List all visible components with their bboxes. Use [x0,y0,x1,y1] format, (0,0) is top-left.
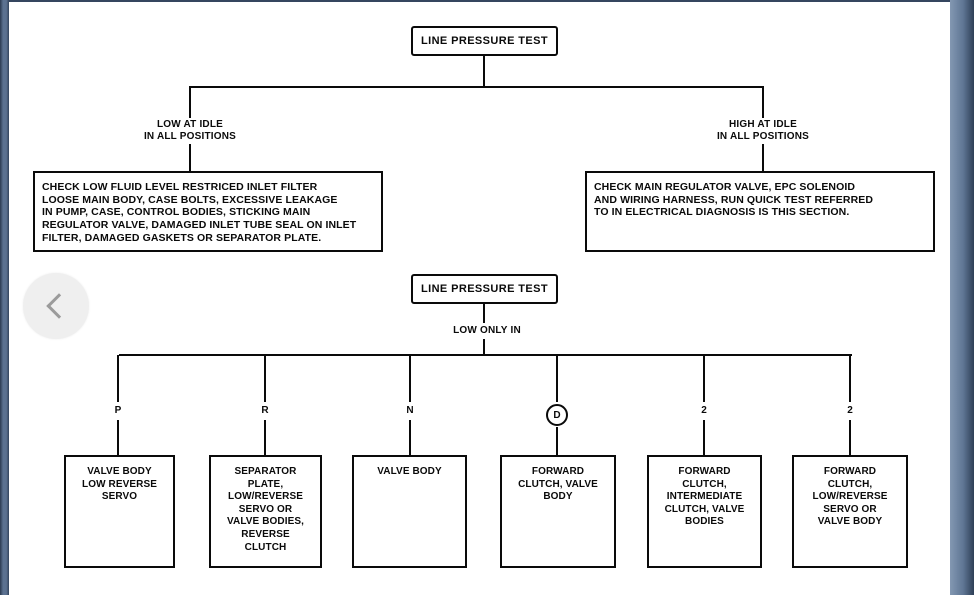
connector-line [703,420,705,455]
connector-line [189,86,764,88]
result-box-n: VALVE BODY [352,455,467,568]
connector-line [119,354,852,356]
connector-line [264,355,266,402]
result-box-p: VALVE BODY LOW REVERSE SERVO [64,455,175,568]
window-frame-right[interactable] [950,0,974,595]
connector-line [264,420,266,455]
connector-line [849,420,851,455]
connector-line [762,144,764,172]
connector-line [189,144,191,172]
connector-line [556,355,558,402]
line-pressure-test-node-1: LINE PRESSURE TEST [411,26,558,56]
gear-position-2a: 2 [701,405,707,416]
connector-line [409,355,411,402]
result-box-d: FORWARD CLUTCH, VALVE BODY [500,455,616,568]
connector-line [703,355,705,402]
gear-position-2b: 2 [847,405,853,416]
node-label: LINE PRESSURE TEST [421,35,548,47]
result-box-r: SEPARATOR PLATE, LOW/REVERSE SERVO OR VA… [209,455,322,568]
result-box-2a: FORWARD CLUTCH, INTERMEDIATE CLUTCH, VAL… [647,455,762,568]
gear-position-n: N [406,405,414,416]
previous-page-button[interactable] [23,273,89,339]
connector-line [483,55,485,87]
gear-position-d: D [553,409,561,421]
connector-line [762,87,764,118]
connector-line [117,355,119,402]
result-box-2b: FORWARD CLUTCH, LOW/REVERSE SERVO OR VAL… [792,455,908,568]
connector-line [483,339,485,356]
action-high-at-idle: CHECK MAIN REGULATOR VALVE, EPC SOLENOID… [585,171,935,252]
line-pressure-test-node-2: LINE PRESSURE TEST [411,274,558,304]
condition-low-at-idle: LOW AT IDLE IN ALL POSITIONS [143,119,237,142]
chevron-left-icon [46,293,72,319]
gear-position-r: R [261,405,269,416]
window-frame-top [0,0,974,2]
action-low-at-idle: CHECK LOW FLUID LEVEL RESTRICED INLET FI… [33,171,383,252]
connector-line [117,420,119,455]
condition-low-only-in: LOW ONLY IN [453,325,521,336]
connector-line [849,355,851,402]
window-frame-left [0,0,9,595]
connector-line [409,420,411,455]
condition-high-at-idle: HIGH AT IDLE IN ALL POSITIONS [716,119,810,142]
connector-line [189,87,191,118]
connector-line [556,427,558,455]
gear-position-d-circled: D [546,404,568,426]
gear-position-p: P [114,405,122,416]
node-label: LINE PRESSURE TEST [421,283,548,295]
connector-line [483,303,485,323]
